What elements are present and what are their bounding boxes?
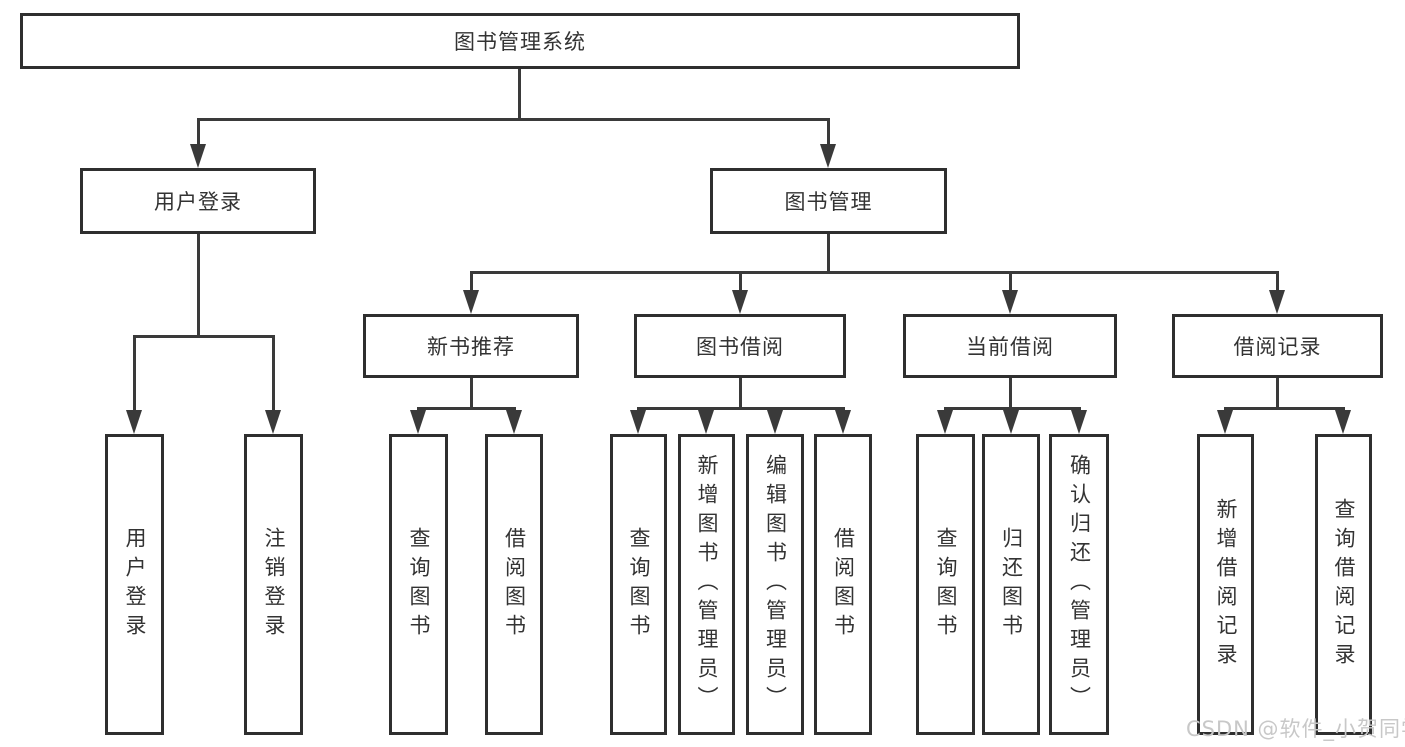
- node-label: 借阅图书: [502, 526, 527, 643]
- leaf-user-login: 用户登录: [105, 434, 164, 735]
- leaf-borrow-books-2: 借阅图书: [814, 434, 872, 735]
- arrowhead: [1269, 290, 1285, 314]
- arrowhead: [506, 410, 522, 434]
- connector: [518, 67, 521, 121]
- node-label: 注销登录: [262, 526, 286, 643]
- arrowhead: [698, 410, 714, 434]
- leaf-add-borrow-record: 新增借阅记录: [1197, 434, 1254, 735]
- arrowhead: [1217, 410, 1233, 434]
- leaf-logout: 注销登录: [244, 434, 303, 735]
- node-label: 确认归还（管理员）: [1067, 454, 1092, 715]
- node-label: 新增图书（管理员）: [695, 454, 719, 715]
- arrowhead: [1335, 410, 1351, 434]
- connector: [1276, 378, 1279, 410]
- node-label: 图书管理: [784, 190, 873, 214]
- connector: [739, 271, 742, 292]
- connector: [1276, 271, 1279, 292]
- node-label: 查询图书: [627, 526, 651, 643]
- csdn-watermark: CSDN @软件_小贺同学: [1186, 717, 1405, 741]
- node-book-management: 图书管理: [710, 168, 947, 234]
- arrowhead: [732, 290, 748, 314]
- arrowhead: [820, 144, 836, 168]
- arrowhead: [835, 410, 851, 434]
- node-current-borrowing: 当前借阅: [903, 314, 1117, 378]
- arrowhead: [410, 410, 426, 434]
- node-borrowing-records: 借阅记录: [1172, 314, 1383, 378]
- node-book-borrowing: 图书借阅: [634, 314, 846, 378]
- node-label: 编辑图书（管理员）: [763, 454, 788, 715]
- node-label: 图书借阅: [696, 335, 784, 359]
- leaf-return-books: 归还图书: [982, 434, 1040, 735]
- node-library-management-system: 图书管理系统: [20, 13, 1020, 69]
- connector: [417, 407, 516, 410]
- arrowhead: [190, 144, 206, 168]
- connector: [470, 271, 473, 292]
- node-label: 查询借阅记录: [1332, 497, 1356, 672]
- node-label: 用户登录: [123, 526, 147, 643]
- connector: [133, 335, 275, 338]
- connector: [197, 234, 200, 338]
- node-new-book-recommendation: 新书推荐: [363, 314, 579, 378]
- arrowhead: [126, 410, 142, 434]
- connector: [272, 335, 275, 412]
- connector: [1224, 407, 1345, 410]
- connector: [637, 407, 845, 410]
- arrowhead: [265, 410, 281, 434]
- connector: [197, 118, 200, 146]
- node-user-login: 用户登录: [80, 168, 316, 234]
- connector: [1009, 271, 1012, 292]
- leaf-borrow-books-1: 借阅图书: [485, 434, 543, 735]
- leaf-query-books-3: 查询图书: [916, 434, 975, 735]
- node-label: 图书管理系统: [454, 30, 586, 54]
- node-label: 用户登录: [154, 190, 242, 214]
- node-label: 归还图书: [999, 526, 1024, 643]
- node-label: 当前借阅: [966, 335, 1054, 359]
- arrowhead: [767, 410, 783, 434]
- connector: [739, 378, 742, 410]
- connector: [133, 335, 136, 412]
- leaf-edit-book-admin: 编辑图书（管理员）: [746, 434, 804, 735]
- arrowhead: [1071, 410, 1087, 434]
- arrowhead: [937, 410, 953, 434]
- connector: [470, 271, 1279, 274]
- connector: [827, 118, 830, 146]
- node-label: 查询图书: [407, 526, 431, 643]
- arrowhead: [1002, 290, 1018, 314]
- connector: [470, 378, 473, 410]
- connector: [1009, 378, 1012, 410]
- leaf-query-borrow-record: 查询借阅记录: [1315, 434, 1372, 735]
- leaf-confirm-return-admin: 确认归还（管理员）: [1049, 434, 1109, 735]
- node-label: 新增借阅记录: [1214, 497, 1238, 672]
- arrowhead: [630, 410, 646, 434]
- node-label: 新书推荐: [427, 335, 515, 359]
- arrowhead: [463, 290, 479, 314]
- node-label: 借阅图书: [831, 526, 856, 643]
- node-label: 查询图书: [934, 526, 958, 643]
- leaf-query-books-2: 查询图书: [610, 434, 667, 735]
- leaf-add-book-admin: 新增图书（管理员）: [678, 434, 735, 735]
- leaf-query-books-1: 查询图书: [389, 434, 448, 735]
- arrowhead: [1003, 410, 1019, 434]
- connector: [197, 118, 830, 121]
- node-label: 借阅记录: [1233, 335, 1322, 359]
- connector: [827, 234, 830, 274]
